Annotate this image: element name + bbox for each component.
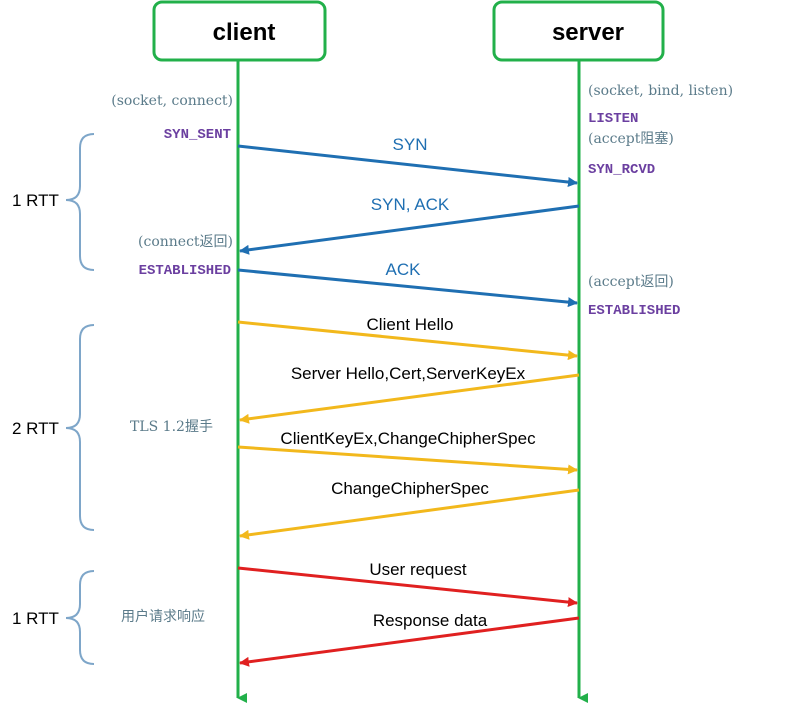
ack-arrow [237, 268, 578, 308]
server-established-state: ESTABLISHED [588, 303, 680, 319]
change-cipher-arrow [239, 488, 580, 540]
server-hello-label: Server Hello,Cert,ServerKeyEx [291, 364, 526, 383]
server-accept-blocked-note: (accept阻塞) [588, 130, 674, 147]
ack-label: ACK [386, 260, 422, 279]
tcp-rtt-brace [65, 133, 95, 271]
syn-arrow [237, 144, 578, 187]
change-cipher-label: ChangeChipherSpec [331, 479, 489, 498]
client-syn-sent-state: SYN_SENT [164, 127, 231, 143]
user-request-arrow [237, 566, 578, 608]
http-rtt-label: 1 RTT [12, 609, 59, 628]
tls-rtt-label: 2 RTT [12, 419, 59, 438]
server-listen-state: LISTEN [588, 111, 638, 127]
client-keyex-label: ClientKeyEx,ChangeChipherSpec [280, 429, 536, 448]
client-connect-return-note: (connect返回) [138, 234, 233, 250]
server-accept-return-note: (accept返回) [588, 274, 674, 290]
user-request-response-note: 用户请求响应 [121, 608, 205, 625]
client-box: client [152, 0, 327, 62]
response-data-arrow [239, 616, 580, 667]
response-data-label: Response data [373, 611, 488, 630]
http-rtt-brace [65, 570, 95, 665]
client-hello-arrow [237, 320, 578, 361]
server-socket-bind-listen-note: (socket, bind, listen) [588, 83, 733, 99]
client-socket-connect-note: (socket, connect) [111, 93, 233, 109]
server-hello-arrow [239, 373, 580, 424]
client-hello-label: Client Hello [367, 315, 454, 334]
tls-rtt-brace [65, 324, 95, 531]
server-syn-rcvd-state: SYN_RCVD [588, 162, 655, 178]
user-request-label: User request [369, 560, 467, 579]
client-established-state: ESTABLISHED [139, 263, 231, 279]
client-keyex-arrow [237, 445, 578, 475]
syn-ack-label: SYN, ACK [371, 195, 450, 214]
tls-handshake-note: TLS 1.2握手 [130, 419, 213, 435]
syn-ack-arrow [239, 204, 580, 255]
server-label: server [552, 19, 624, 46]
client-label: client [213, 19, 276, 46]
tcp-rtt-label: 1 RTT [12, 191, 59, 210]
server-box: server [492, 0, 665, 62]
syn-label: SYN [393, 135, 428, 154]
